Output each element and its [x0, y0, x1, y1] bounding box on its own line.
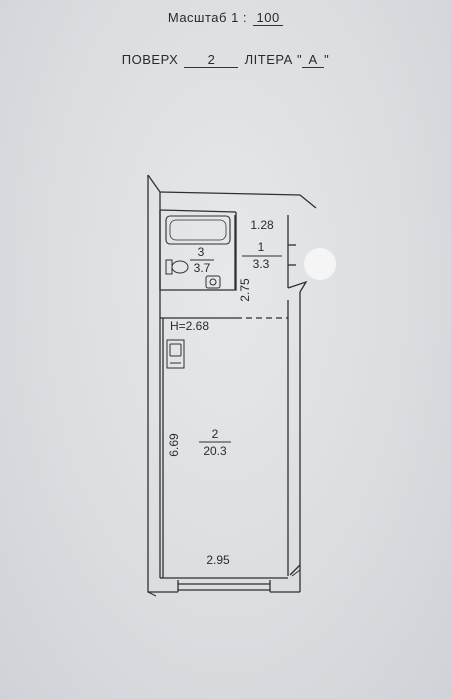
smudge-mark	[304, 248, 336, 280]
room-width-dim: 2.95	[206, 553, 230, 567]
litera-label: ЛІТЕРА "	[244, 52, 303, 67]
floor-label: ПОВЕРХ	[121, 52, 179, 67]
kitchen-sink-icon	[166, 339, 185, 369]
scale-label: Масштаб 1 :	[167, 10, 248, 25]
scale-header: Масштаб 1 : 100	[0, 10, 451, 26]
scale-value: 100	[253, 10, 284, 26]
room-length-dim: 6.69	[167, 433, 181, 457]
bathtub-icon	[165, 215, 231, 245]
toilet-icon	[165, 259, 189, 275]
floor-header: ПОВЕРХ 2 ЛІТЕРА "А"	[0, 52, 451, 68]
litera-value: А	[302, 52, 325, 68]
sink-icon	[205, 275, 221, 289]
room-2-area: 20.3	[203, 444, 227, 458]
room-3-area: 3.7	[194, 261, 211, 275]
ceiling-height: H=2.68	[170, 319, 209, 333]
bathtub-inner-icon	[169, 219, 227, 241]
corridor-length-dim: 2.75	[238, 278, 252, 302]
room-1-area: 3.3	[253, 257, 270, 271]
room-1-number: 1	[258, 240, 265, 254]
litera-close: "	[324, 52, 330, 67]
room-3-number: 3	[198, 245, 205, 259]
floor-value: 2	[184, 52, 239, 68]
corner-ticks	[147, 569, 301, 597]
corridor-width-dim: 1.28	[250, 218, 274, 232]
room-2-number: 2	[212, 427, 219, 441]
walls	[147, 174, 317, 593]
